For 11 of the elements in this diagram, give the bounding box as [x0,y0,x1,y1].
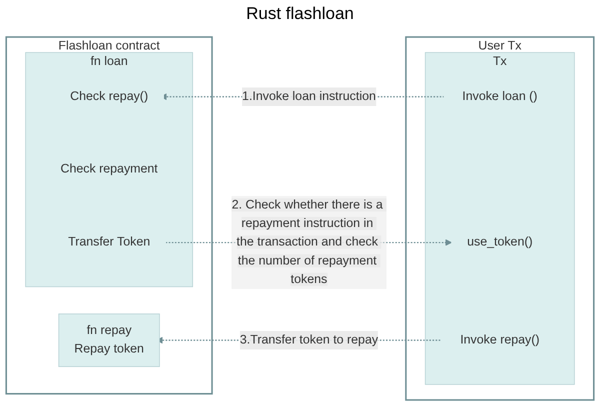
edge-label: 2. Check whether there is a repayment instruction in the transaction and check the number of repayment tokens [232,198,383,286]
diagram-title: Rust flashloan [245,4,355,24]
node-text: Invoke repay() [460,333,540,346]
node-text: Invoke loan () [462,90,538,103]
edge-label: 1.Invoke loan instruction [242,90,376,103]
node-text: use_token() [467,236,533,249]
node-text: Transfer Token [68,236,150,249]
node-box: fn repay Repay token [58,314,160,368]
node-text: Check repay() [70,90,148,103]
node-text: Check repayment [60,162,158,176]
edge-label: 3.Transfer token to repay [240,333,378,346]
